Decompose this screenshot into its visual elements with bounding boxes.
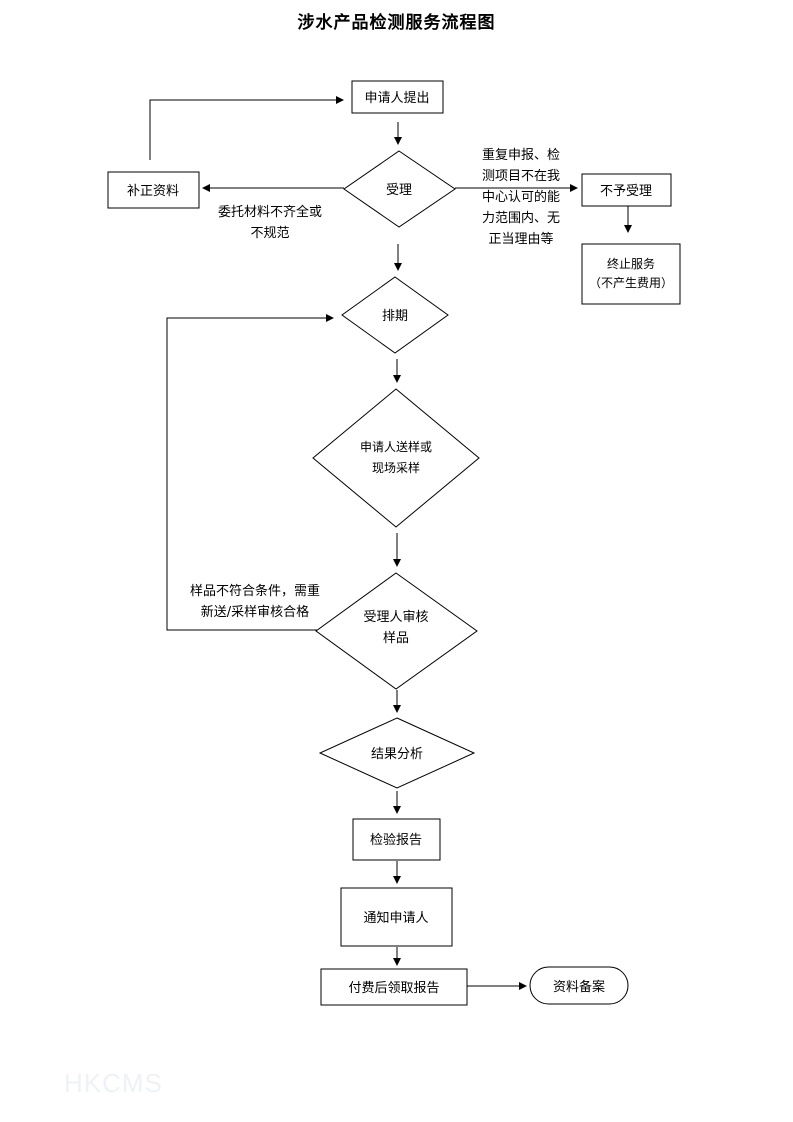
- node-reject-box: [581, 173, 672, 207]
- note-reject-line-2: 测项目不在我: [481, 169, 560, 184]
- note-reject-line-3: 中心认可的能: [481, 190, 560, 205]
- node-archive-label: 资料备案: [553, 979, 605, 995]
- connectors: [149, 96, 632, 990]
- note-resample-line-2: 新送/采样审核合格: [200, 605, 310, 620]
- node-archive-terminal: [529, 966, 629, 1005]
- node-analysis-diamond: [318, 717, 476, 789]
- node-accept-label: 受理: [386, 183, 412, 198]
- node-pay-label: 付费后领取报告: [348, 981, 439, 996]
- note-resample-line-1: 样品不符合条件，需重: [189, 584, 320, 599]
- note-reject-line-4: 力范围内、无: [481, 211, 560, 226]
- node-notify-box: [340, 887, 453, 947]
- node-sample-diamond: [312, 388, 480, 528]
- note-resample: 样品不符合条件，需重 新送/采样审核合格: [180, 581, 330, 623]
- arrow-review-to-schedule: [166, 314, 334, 631]
- node-report-label: 检验报告: [370, 832, 422, 848]
- note-incomplete-line-2: 不规范: [250, 226, 290, 241]
- node-terminate-box: [581, 243, 681, 305]
- arrow-supplement-to-apply: [149, 96, 344, 160]
- node-supplement-label: 补正资料: [127, 184, 179, 199]
- node-supplement-box: [107, 171, 200, 209]
- note-incomplete-line-1: 委托材料不齐全或: [217, 205, 322, 220]
- node-notify-label: 通知申请人: [363, 910, 428, 926]
- page-title: 涉水产品检测服务流程图: [297, 13, 496, 33]
- node-pay-box: [320, 968, 468, 1006]
- note-reject-reasons: 重复申报、检 测项目不在我 中心认可的能 力范围内、无 正当理由等: [466, 145, 576, 250]
- node-terminate-label-2: （不产生费用）: [589, 276, 673, 290]
- node-sample-label-2: 现场采样: [372, 460, 420, 475]
- node-analysis-label: 结果分析: [371, 747, 423, 762]
- node-schedule-diamond: [341, 276, 449, 354]
- node-terminate-label-1: 终止服务: [607, 256, 655, 271]
- node-review-diamond: [315, 572, 478, 690]
- node-sample-label-1: 申请人送样或: [360, 439, 432, 454]
- note-reject-line-5: 正当理由等: [488, 232, 554, 247]
- node-apply-label: 申请人提出: [364, 90, 429, 106]
- node-report-box: [352, 818, 441, 861]
- node-reject-label: 不予受理: [600, 184, 652, 199]
- note-incomplete: 委托材料不齐全或 不规范: [205, 202, 335, 244]
- note-reject-line-1: 重复申报、检: [481, 148, 560, 163]
- node-accept-diamond: [343, 150, 456, 228]
- node-review-label-1: 受理人审核: [363, 610, 428, 625]
- node-schedule-label: 排期: [382, 309, 408, 324]
- node-review-label-2: 样品: [383, 631, 409, 646]
- watermark-logo: HKCMS: [64, 1068, 163, 1098]
- node-apply-box: [351, 80, 444, 114]
